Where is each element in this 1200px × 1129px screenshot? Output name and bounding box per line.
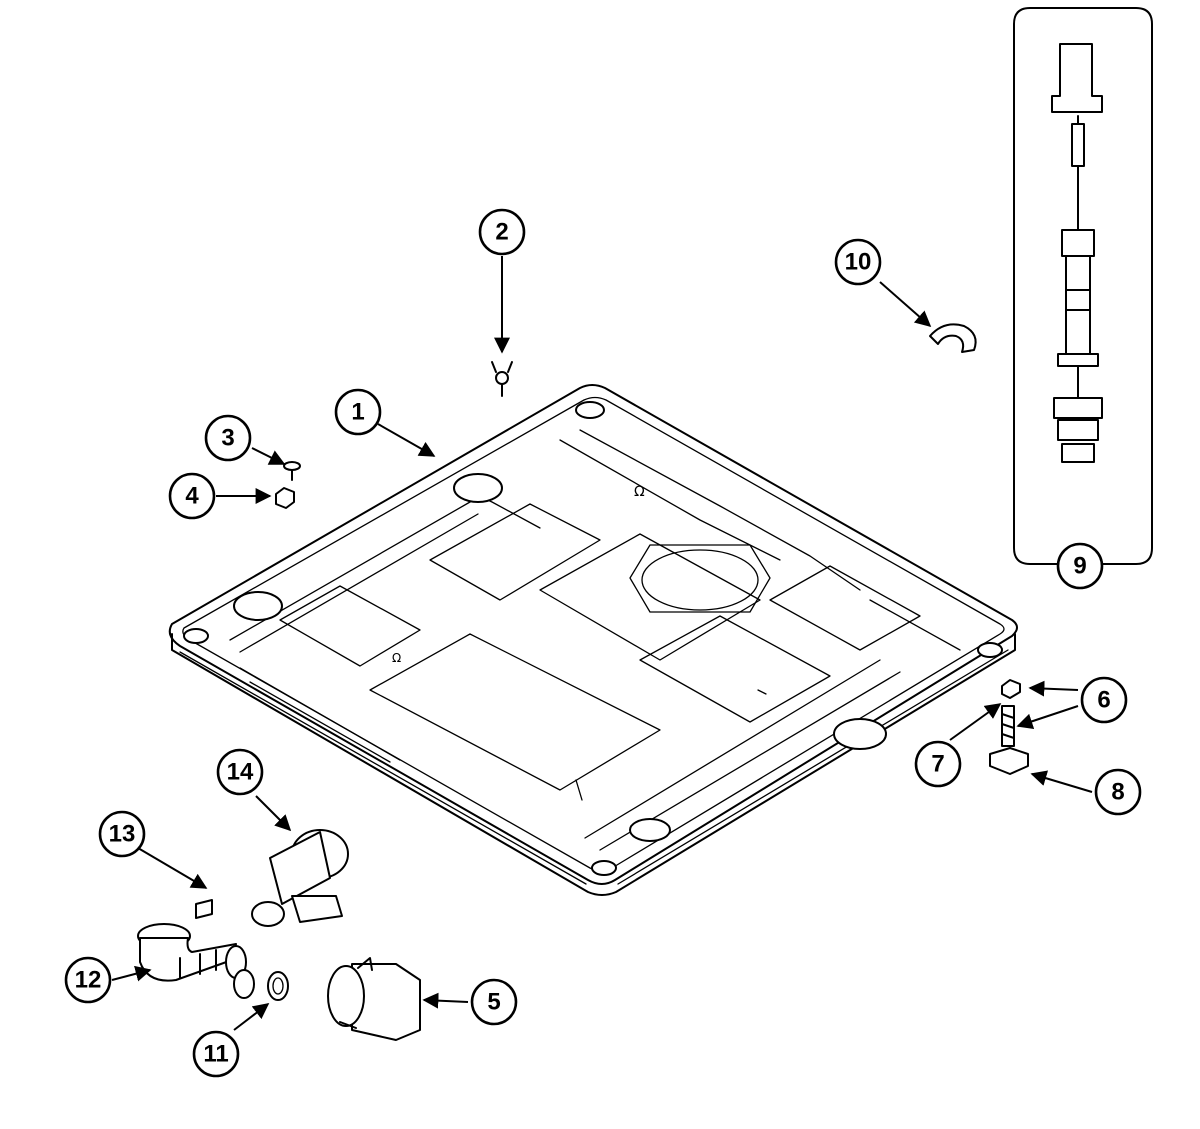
base-panel-icon: Ω Ω: [168, 384, 1018, 896]
svg-text:3: 3: [221, 425, 234, 452]
nut-icon: [275, 487, 295, 509]
valve-icon: [195, 829, 349, 927]
svg-text:5: 5: [487, 989, 500, 1016]
suspension-rod-icon: [1013, 7, 1153, 565]
svg-text:7: 7: [931, 751, 944, 778]
callout-14: 14: [216, 748, 264, 796]
callout-4: 4: [168, 472, 216, 520]
wire-clip-icon: [491, 361, 513, 397]
callout-8: 8: [1094, 768, 1142, 816]
callout-13: 13: [98, 810, 146, 858]
callout-7: 7: [914, 740, 962, 788]
callout-1: 1: [334, 388, 382, 436]
svg-text:11: 11: [203, 1041, 228, 1068]
callout-11: 11: [192, 1030, 240, 1078]
omega-mark-icon: Ω: [392, 651, 401, 665]
leader-lines: [111, 256, 1093, 1031]
callout-9: 9: [1056, 542, 1104, 590]
leveling-leg-icon: [989, 679, 1029, 775]
retaining-ring-icon: [929, 323, 977, 353]
svg-text:10: 10: [845, 249, 872, 276]
screw-icon: [283, 461, 301, 481]
callout-5: 5: [470, 978, 518, 1026]
callout-2: 2: [478, 208, 526, 256]
callout-12: 12: [64, 956, 112, 1004]
svg-text:6: 6: [1097, 687, 1110, 714]
svg-text:4: 4: [185, 483, 199, 510]
svg-text:13: 13: [109, 821, 136, 848]
callout-3: 3: [204, 414, 252, 462]
svg-text:9: 9: [1073, 553, 1086, 580]
svg-text:1: 1: [351, 399, 364, 426]
svg-text:12: 12: [75, 967, 102, 994]
svg-text:2: 2: [495, 219, 508, 246]
hose-clamp-icon: [267, 971, 289, 1001]
callout-6: 6: [1080, 676, 1128, 724]
hose-elbow-icon: [137, 923, 255, 999]
pump-icon: [327, 957, 421, 1041]
omega-mark-icon: Ω: [634, 484, 645, 500]
callout-10: 10: [834, 238, 882, 286]
svg-text:8: 8: [1111, 779, 1124, 806]
svg-text:14: 14: [227, 759, 254, 786]
